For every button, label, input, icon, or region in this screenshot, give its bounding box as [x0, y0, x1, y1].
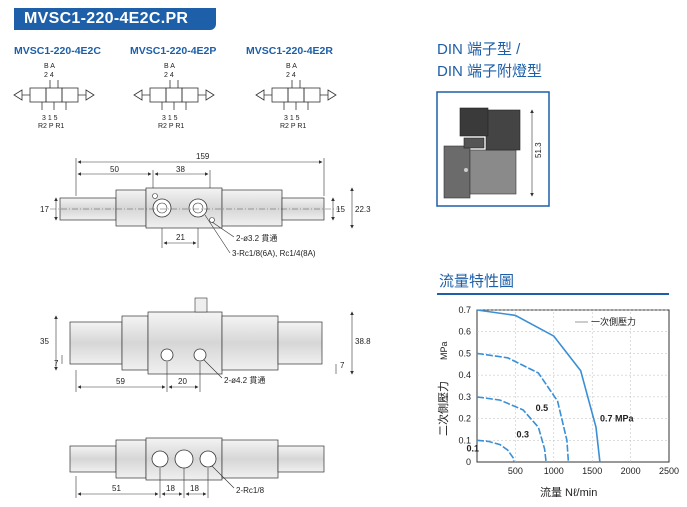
- svg-text:R2 P R1: R2 P R1: [280, 123, 306, 130]
- svg-text:3 1 5: 3 1 5: [162, 115, 178, 122]
- model-label-4e2c: MVSC1-220-4E2C: [14, 45, 101, 57]
- note-hole-3-2: 2-ø3.2 貫通: [236, 233, 277, 243]
- flow-ylabel-cn: 二次側壓力: [436, 381, 450, 436]
- flow-ylabel-unit: MPa: [439, 341, 449, 360]
- flow-series-label: 0.7 MPa: [600, 413, 635, 423]
- dim-51: 51: [112, 484, 121, 493]
- valve-top-view: 159 50 38 17 15 22.3 21 2-ø3.2 貫通 3-Rc1/…: [40, 152, 371, 258]
- dim-35: 35: [40, 337, 49, 346]
- flow-xlabel: 流量 Nℓ/min: [540, 485, 597, 499]
- flow-ytick-label: 0.1: [458, 435, 471, 445]
- dim-38-8: 38.8: [355, 337, 371, 346]
- flow-chart-grid: [477, 309, 669, 462]
- flow-ytick-label: 0.5: [458, 348, 471, 358]
- model-label-4e2r: MVSC1-220-4E2R: [246, 45, 333, 57]
- flow-series-line: [476, 309, 601, 463]
- page-title: MVSC1-220-4E2C.PR: [24, 10, 189, 27]
- flow-xtick-label: 2500: [659, 466, 679, 476]
- dim-18-a: 18: [166, 484, 175, 493]
- model-label-4e2p: MVSC1-220-4E2P: [130, 45, 216, 57]
- flow-legend-label: 一次側壓力: [591, 316, 636, 327]
- svg-text:2 4: 2 4: [44, 72, 54, 79]
- title-banner: MVSC1-220-4E2C.PR: [14, 8, 216, 30]
- valve-symbol-4e2r: B A 2 4 3 1 5 R2 P R1: [255, 63, 337, 130]
- flow-chart-title: 流量特性圖: [439, 273, 515, 290]
- flow-ytick-label: 0.6: [458, 327, 471, 337]
- din-connector-diagram: 51.3: [436, 91, 550, 207]
- flow-ytick-label: 0.4: [458, 370, 471, 380]
- flow-chart-series: 0.1 0.3 0.5 0.7 MPa: [467, 309, 635, 463]
- svg-text:2 4: 2 4: [286, 72, 296, 79]
- dim-18-b: 18: [190, 484, 199, 493]
- valve-front-view: 35 7 38.8 7 59 20 2-ø4.2 貫通: [40, 297, 371, 392]
- svg-text:B A: B A: [286, 63, 297, 70]
- flow-chart-y-ticks: 0 0.1 0.2 0.3 0.4 0.5 0.6 0.7: [458, 305, 471, 467]
- din-title-line1: DIN 端子型 /: [437, 41, 521, 58]
- flow-chart: 0 0.1 0.2 0.3 0.4 0.5 0.6 0.7 500 1000 1500 2000 25…: [436, 305, 679, 499]
- flow-series-label: 0.1: [467, 443, 480, 453]
- flow-chart-x-ticks: 500 1000 1500 2000 2500: [508, 466, 679, 476]
- note-rc-1-8: 2-Rc1/8: [236, 486, 265, 495]
- svg-text:R2 P R1: R2 P R1: [38, 123, 64, 130]
- flow-series-label: 0.5: [536, 403, 549, 413]
- flow-ytick-label: 0: [466, 457, 471, 467]
- dim-7-right: 7: [340, 361, 345, 370]
- svg-text:3 1 5: 3 1 5: [284, 115, 300, 122]
- dim-7-left: 7: [54, 359, 59, 368]
- flow-series-label: 0.3: [516, 429, 529, 439]
- dim-15: 15: [336, 205, 345, 214]
- flow-ytick-label: 0.3: [458, 392, 471, 402]
- svg-text:B A: B A: [164, 63, 175, 70]
- valve-symbol-4e2c: B A 2 4 3 1 5 R2 P R1: [13, 63, 95, 130]
- dim-22-3: 22.3: [355, 205, 371, 214]
- dim-17: 17: [40, 205, 49, 214]
- flow-xtick-label: 1500: [582, 466, 602, 476]
- dim-20: 20: [178, 377, 187, 386]
- valve-bottom-view: 51 18 18 2-Rc1/8: [69, 437, 325, 498]
- dim-59: 59: [116, 377, 125, 386]
- flow-xtick-label: 2000: [621, 466, 641, 476]
- note-hole-4-2: 2-ø4.2 貫通: [224, 375, 265, 385]
- flow-xtick-label: 1000: [544, 466, 564, 476]
- note-port-rc: 3-Rc1/8(6A), Rc1/4(8A): [232, 249, 316, 258]
- flow-series-line: [476, 352, 570, 463]
- din-dim-51-3: 51.3: [534, 142, 543, 158]
- din-title-line2: DIN 端子附燈型: [437, 63, 543, 80]
- flow-title-underline: [437, 293, 669, 295]
- flow-ytick-label: 0.2: [458, 414, 471, 424]
- svg-text:3 1 5: 3 1 5: [42, 115, 58, 122]
- dim-21: 21: [176, 233, 185, 242]
- dim-159: 159: [196, 152, 210, 161]
- flow-series-line: [476, 439, 515, 463]
- flow-xtick-label: 500: [508, 466, 523, 476]
- flow-series-line: [476, 396, 547, 463]
- dim-50: 50: [110, 165, 119, 174]
- svg-text:R2 P R1: R2 P R1: [158, 123, 184, 130]
- dim-38: 38: [176, 165, 185, 174]
- svg-text:2 4: 2 4: [164, 72, 174, 79]
- flow-ytick-label: 0.7: [458, 305, 471, 315]
- valve-symbol-4e2p: B A 2 4 3 1 5 R2 P R1: [133, 63, 215, 130]
- svg-text:B A: B A: [44, 63, 55, 70]
